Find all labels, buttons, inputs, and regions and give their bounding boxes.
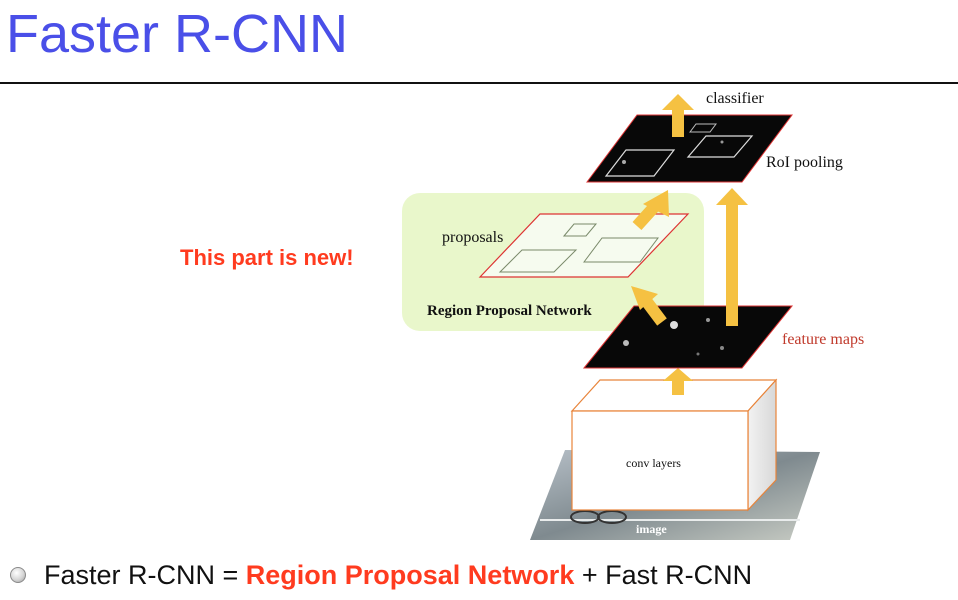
proposals-label: proposals	[442, 229, 503, 246]
roi-pooling-plane	[586, 114, 793, 183]
arrow-proposals-to-roi	[632, 190, 669, 231]
feature-speck	[622, 160, 626, 164]
proposal-box	[583, 237, 659, 263]
feature-speck	[706, 318, 710, 322]
bullet-prefix: Faster R-CNN =	[44, 560, 246, 590]
roi-box	[689, 123, 717, 133]
proposal-box	[562, 223, 598, 237]
conv-box-front	[571, 410, 749, 511]
proposals-plane	[478, 213, 690, 278]
feature-speck	[670, 321, 678, 329]
feature-speck	[623, 340, 629, 346]
feature-speck	[720, 140, 724, 144]
callout-text: This part is new!	[180, 245, 354, 270]
summary-bullet: Faster R-CNN = Region Proposal Network +…	[10, 560, 752, 591]
roi-box	[604, 149, 676, 177]
arrow-features-to-rpn	[631, 286, 667, 326]
bullet-suffix: + Fast R-CNN	[574, 560, 753, 590]
image-label: image	[636, 522, 667, 536]
proposal-box	[498, 249, 578, 273]
rpn-label: Region Proposal Network	[427, 303, 592, 319]
bullet-highlight: Region Proposal Network	[245, 560, 575, 590]
feature-maps-label: feature maps	[782, 331, 864, 348]
arrow-conv-to-features	[663, 368, 693, 395]
title-divider	[0, 82, 958, 84]
feature-speck	[696, 352, 700, 356]
arrow-features-to-roi	[716, 188, 748, 326]
slide-title: Faster R-CNN	[6, 4, 349, 64]
bicycle-wheel	[597, 510, 627, 524]
bullet-dot-icon	[10, 566, 26, 583]
arrow-roi-to-classifier	[662, 94, 694, 137]
feature-maps-plane	[582, 305, 794, 369]
feature-speck	[720, 346, 724, 350]
roi-pooling-label: RoI pooling	[766, 154, 843, 171]
classifier-label: classifier	[706, 90, 764, 107]
roi-box	[686, 135, 754, 158]
conv-layers-label: conv layers	[626, 456, 681, 470]
